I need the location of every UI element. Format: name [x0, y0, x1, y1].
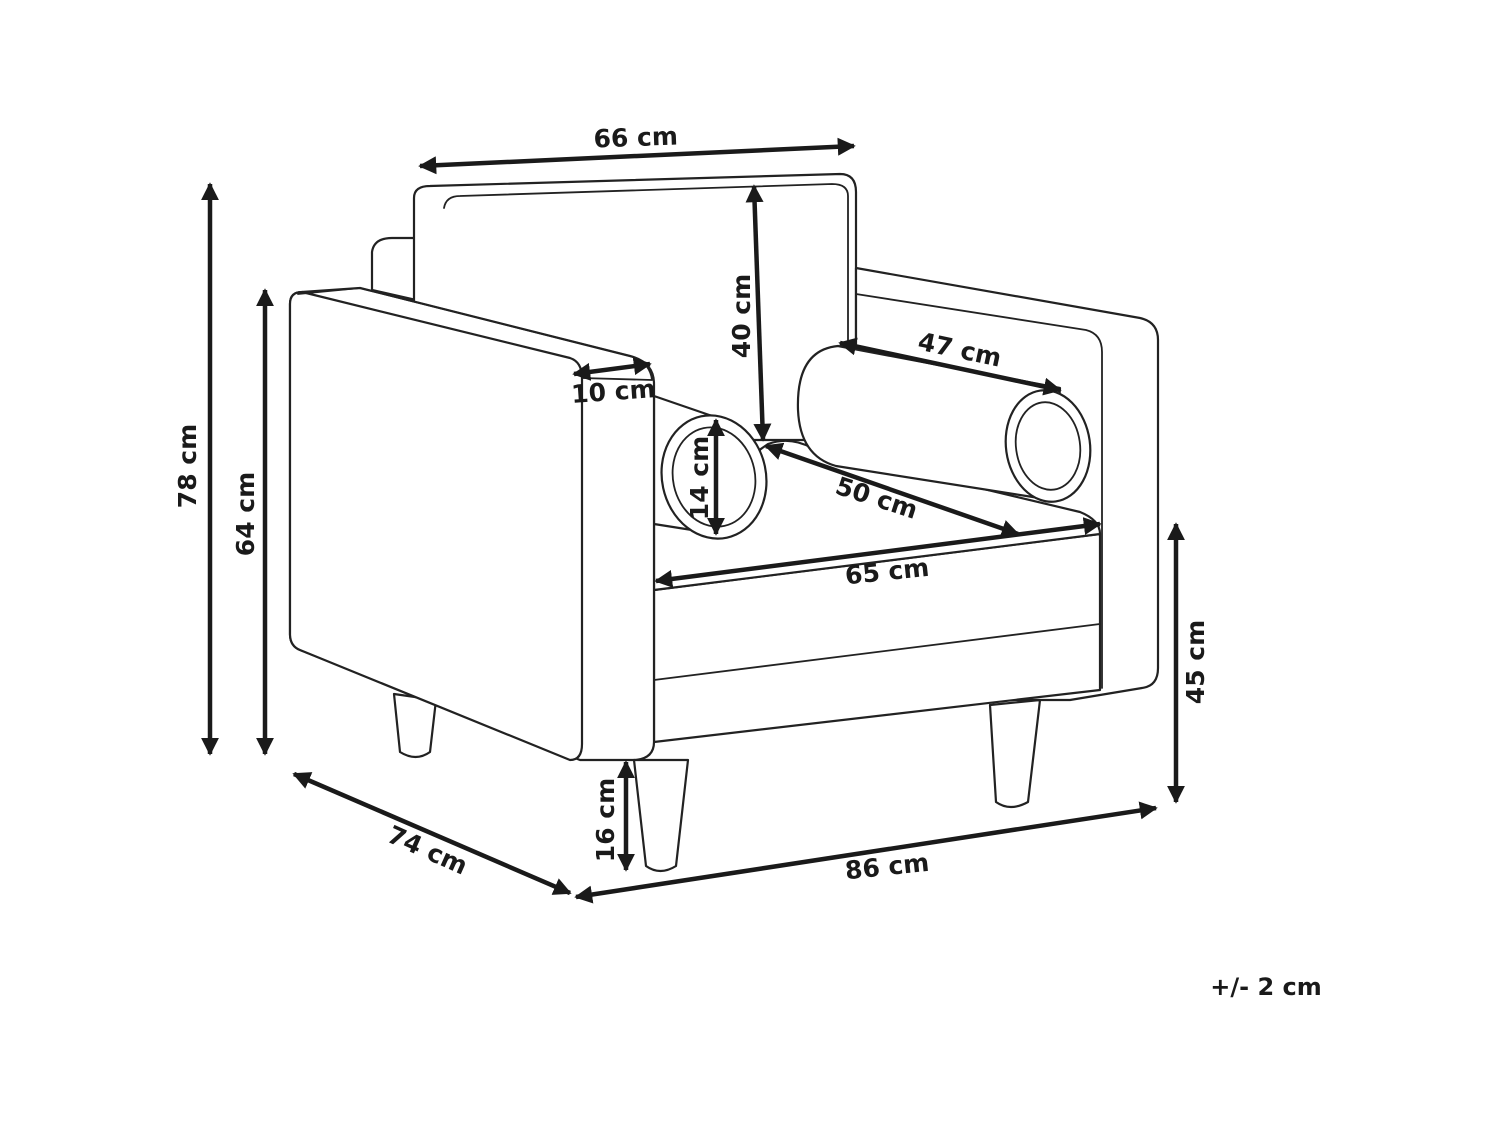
- label-arm-height: 64 cm: [231, 472, 260, 556]
- right-armrest-inner-edge: [855, 293, 1103, 689]
- dim-line-74: [292, 771, 572, 896]
- tolerance-note: +/- 2 cm: [1210, 973, 1321, 1001]
- label-total-depth: 74 cm: [383, 820, 472, 881]
- seat-rail-line: [653, 623, 1101, 681]
- dim-line-40: [745, 184, 772, 442]
- dim-line-66: [418, 137, 856, 175]
- dim-line-47: [838, 337, 1062, 396]
- back-armrest-left: [370, 236, 418, 302]
- label-leg-height: 16 cm: [591, 778, 620, 862]
- back-right-leg: [988, 698, 1042, 809]
- dimension-lines: [201, 137, 1185, 904]
- front-left-leg: [632, 758, 690, 873]
- label-backrest-height: 40 cm: [727, 274, 756, 358]
- label-arm-width: 10 cm: [570, 374, 656, 409]
- left-armrest-front: [288, 290, 584, 762]
- armchair-drawing: [288, 172, 1160, 873]
- label-bolster-diameter: 14 cm: [685, 436, 714, 520]
- dim-line-86: [574, 801, 1158, 904]
- label-total-height: 78 cm: [173, 424, 202, 508]
- label-seat-height: 45 cm: [1181, 620, 1210, 704]
- back-left-leg: [392, 692, 438, 759]
- dim-line-10: [572, 357, 652, 381]
- backrest-cushion-edge: [443, 183, 849, 441]
- label-backrest-width: 66 cm: [593, 122, 678, 154]
- dim-line-65: [654, 517, 1102, 588]
